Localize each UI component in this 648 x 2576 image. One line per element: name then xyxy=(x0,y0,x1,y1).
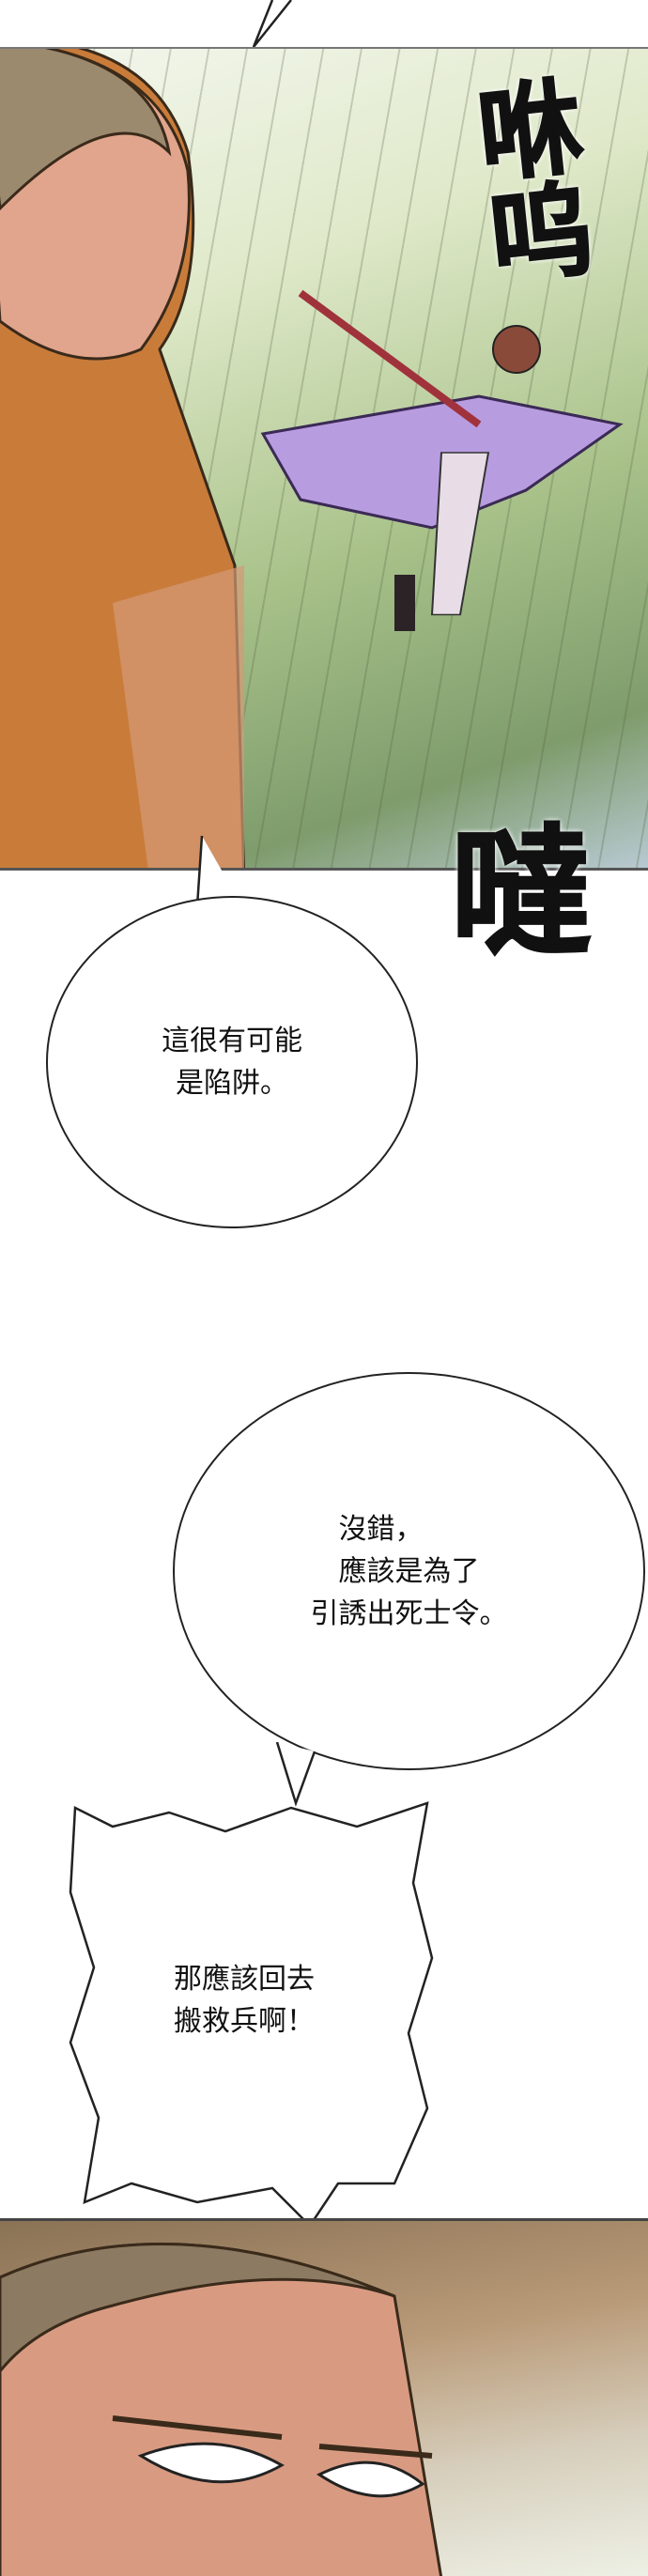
speech-bubble-agree: 沒錯， 應該是為了引誘出死士令。 xyxy=(173,1372,645,1770)
bubble-line: 搬救兵啊！ xyxy=(174,2005,315,2038)
shout-bubble-shape xyxy=(69,1801,434,2228)
sfx-whoosh: 咻呜 xyxy=(455,70,598,290)
speech-bubble-trap: 這很有可能是陷阱。 xyxy=(46,896,418,1228)
bubble-line: 應該是為了 xyxy=(338,1554,480,1588)
flying-fighter-illustration xyxy=(260,289,624,631)
angry-man-illustration xyxy=(0,2242,443,2576)
bubble-line: 引誘出死士令。 xyxy=(310,1597,508,1630)
man-back-view-illustration xyxy=(0,49,245,868)
shout-bubble-text: 那應該回去搬救兵啊！ xyxy=(94,1869,394,2132)
bubble-line: 那應該回去 xyxy=(174,1963,315,1996)
sfx-dash: 噠 xyxy=(450,810,593,977)
bubble-line: 是陷阱。 xyxy=(176,1067,288,1100)
panel-action-scene: 咻呜 xyxy=(0,47,648,871)
bubble-tail-2 xyxy=(275,1742,316,1807)
bubble-tail-top xyxy=(252,0,292,48)
bubble-line: 沒錯， xyxy=(338,1512,424,1546)
bubble-line: 這很有可能 xyxy=(162,1025,302,1057)
panel-angry-face xyxy=(0,2218,648,2576)
